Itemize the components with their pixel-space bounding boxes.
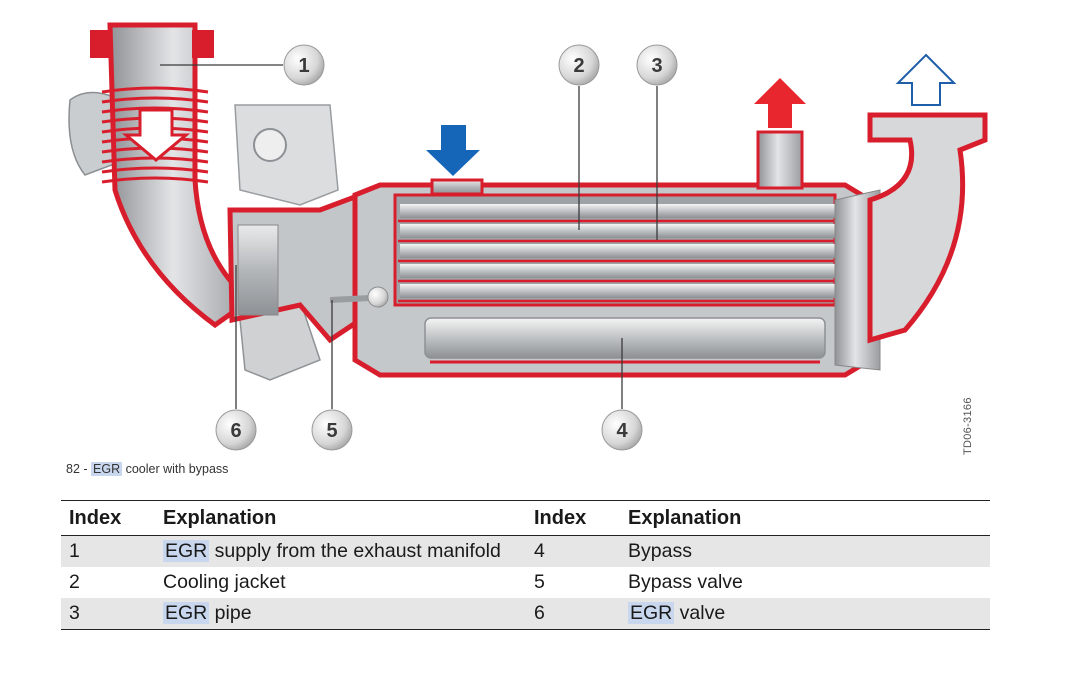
- header-index-right: Index: [526, 500, 620, 536]
- term-highlight: EGR: [163, 540, 210, 562]
- explanation-cell: EGR valve: [620, 598, 990, 630]
- svg-text:5: 5: [326, 420, 337, 442]
- caption-highlight: EGR: [91, 462, 123, 476]
- bypass-valve-lever: [329, 286, 389, 308]
- index-cell: 3: [61, 598, 155, 630]
- svg-text:2: 2: [573, 55, 584, 77]
- index-cell: 1: [61, 535, 155, 567]
- callout-2: 2: [558, 44, 600, 86]
- explanation-cell: Bypass valve: [620, 567, 990, 598]
- cooler-body: [352, 130, 881, 378]
- legend-table: Index Explanation Index Explanation 1 EG…: [61, 500, 990, 630]
- header-index-left: Index: [61, 500, 155, 536]
- table-row: 1 EGR supply from the exhaust manifold 4…: [61, 535, 990, 567]
- callout-4: 4: [601, 409, 643, 451]
- svg-text:1: 1: [298, 55, 309, 77]
- caption-prefix: 82 -: [66, 462, 92, 476]
- index-cell: 2: [69, 571, 80, 593]
- exhaust-out-arrow-icon: [895, 53, 957, 106]
- figure-code: TD06-3166: [962, 397, 974, 455]
- index-cell: 6: [526, 598, 620, 630]
- explanation-text: Bypass: [628, 540, 692, 562]
- coolant-in-arrow-icon: [426, 125, 480, 176]
- mounting-bracket: [68, 91, 339, 381]
- caption-text: cooler with bypass: [122, 462, 229, 476]
- index-cell: 4: [526, 535, 620, 567]
- explanation-cell: EGR pipe: [155, 598, 526, 630]
- term-highlight: EGR: [163, 602, 210, 624]
- callout-5: 5: [311, 409, 353, 451]
- header-explanation-right: Explanation: [620, 500, 990, 536]
- svg-text:4: 4: [616, 420, 628, 442]
- explanation-text: valve: [674, 602, 726, 624]
- term-highlight: EGR: [628, 602, 675, 624]
- egr-cooler-illustration: 1 2 3 4 5 6: [68, 22, 988, 451]
- callout-6: 6: [215, 409, 257, 451]
- outlet-elbow: [867, 112, 988, 344]
- callout-3: 3: [636, 44, 678, 86]
- egr-valve-housing: [227, 191, 363, 344]
- exhaust-in-arrow-icon: [121, 108, 191, 162]
- explanation-cell: Cooling jacket: [155, 567, 526, 598]
- legend-header-row: Index Explanation Index Explanation: [61, 500, 990, 536]
- explanation-text: supply from the exhaust manifold: [209, 540, 501, 562]
- header-explanation-left: Explanation: [155, 500, 526, 536]
- figure-caption: 82 - EGR cooler with bypass: [66, 462, 228, 476]
- leader-lines: [160, 64, 658, 409]
- inlet-pipe: [90, 22, 255, 329]
- index-cell: 5: [534, 571, 545, 593]
- explanation-cell: EGR supply from the exhaust manifold: [155, 535, 526, 567]
- callout-1: 1: [283, 44, 325, 86]
- coolant-out-arrow-icon: [754, 78, 806, 128]
- explanation-cell: Bypass: [620, 535, 990, 567]
- table-row: 2 Cooling jacket 5 Bypass valve: [61, 567, 990, 598]
- table-row: 3 EGR pipe 6 EGR valve: [61, 598, 990, 630]
- explanation-text: pipe: [209, 602, 252, 624]
- svg-text:6: 6: [230, 420, 241, 442]
- explanation-text: Cooling jacket: [163, 571, 286, 593]
- svg-text:3: 3: [651, 55, 662, 77]
- explanation-text: Bypass valve: [628, 571, 743, 593]
